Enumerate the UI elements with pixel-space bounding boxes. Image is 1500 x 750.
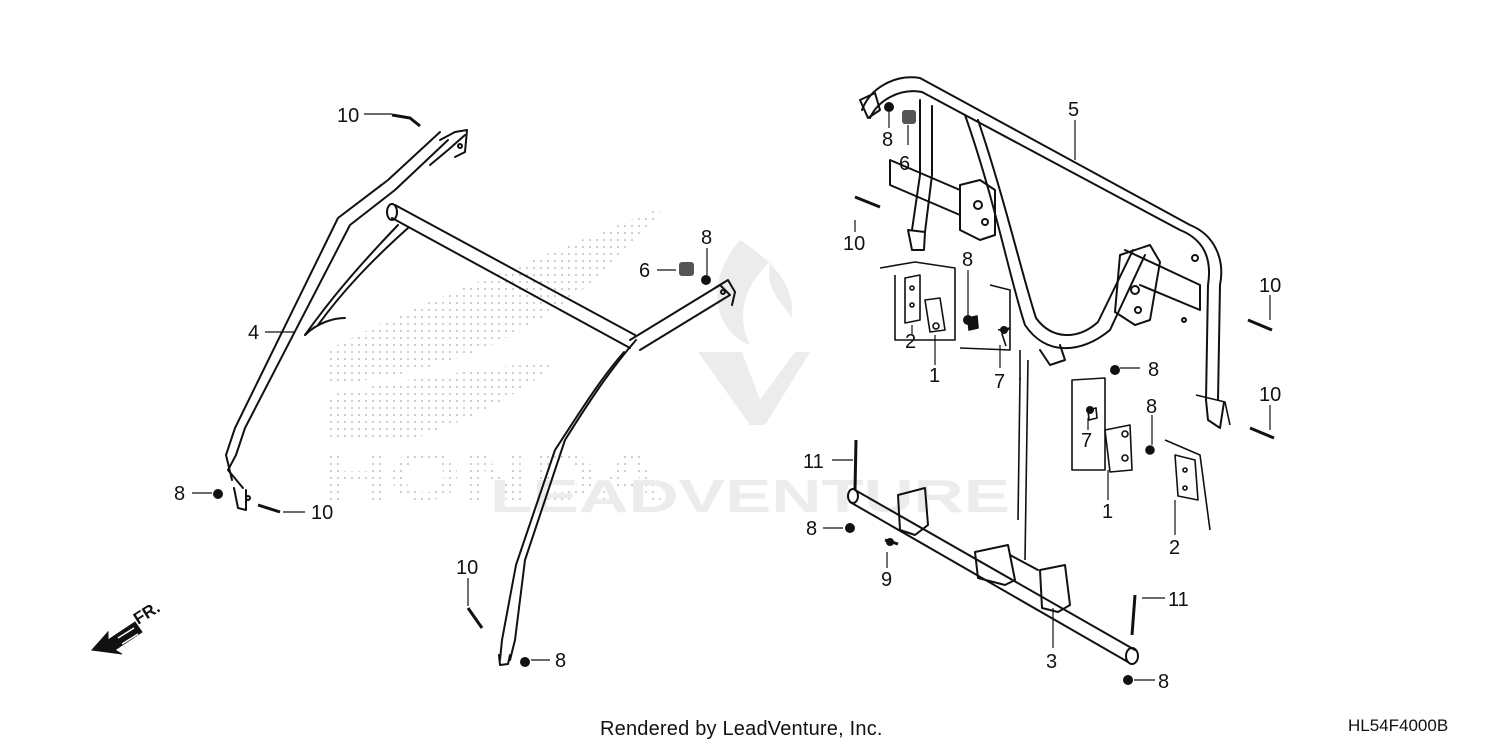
callout-1: 1 bbox=[1102, 501, 1113, 523]
honda-wing-watermark: HONDA bbox=[320, 205, 665, 515]
callout-6: 6 bbox=[639, 260, 650, 282]
honda-watermark-text: HONDA bbox=[320, 437, 665, 515]
callout-8: 8 bbox=[882, 129, 893, 151]
callout-8: 8 bbox=[1158, 671, 1169, 693]
hardware bbox=[257, 113, 1275, 636]
callout-8: 8 bbox=[806, 518, 817, 540]
callout-2: 2 bbox=[905, 331, 916, 353]
callout-10: 10 bbox=[311, 502, 333, 524]
callout-3: 3 bbox=[1046, 651, 1057, 673]
footer-credit: Rendered by LeadVenture, Inc. bbox=[600, 718, 883, 740]
callout-11: 11 bbox=[1168, 589, 1189, 611]
callout-8: 8 bbox=[1146, 396, 1157, 418]
callout-8: 8 bbox=[174, 483, 185, 505]
lower-rear-bar bbox=[847, 487, 1139, 665]
leader-lines bbox=[192, 112, 1271, 681]
callout-11: 11 bbox=[803, 451, 824, 473]
callout-10: 10 bbox=[456, 557, 478, 579]
rear-roll-bar bbox=[859, 76, 1225, 429]
callout-10: 10 bbox=[337, 105, 359, 127]
diagram-code: HL54F4000B bbox=[1348, 716, 1449, 735]
front-roll-bar bbox=[225, 129, 736, 666]
callout-7: 7 bbox=[1081, 430, 1092, 452]
callout-4: 4 bbox=[248, 322, 259, 344]
callout-7: 7 bbox=[994, 371, 1005, 393]
callout-10: 10 bbox=[843, 233, 865, 255]
callouts: 10 4 8 10 10 8 6 8 5 8 6 10 8 2 1 7 10 8… bbox=[174, 99, 1281, 693]
callout-8: 8 bbox=[962, 249, 973, 271]
callout-10: 10 bbox=[1259, 275, 1281, 297]
callout-8: 8 bbox=[555, 650, 566, 672]
callout-1: 1 bbox=[929, 365, 940, 387]
callout-5: 5 bbox=[1068, 99, 1079, 121]
front-direction-arrow: FR. bbox=[91, 598, 163, 655]
callout-8: 8 bbox=[701, 227, 712, 249]
leadventure-watermark-text: LEADVENTURE bbox=[490, 470, 1010, 522]
callout-8: 8 bbox=[1148, 359, 1159, 381]
leadventure-logo-watermark: LEADVENTURE bbox=[490, 240, 1010, 522]
callout-6: 6 bbox=[899, 153, 910, 175]
callout-10: 10 bbox=[1259, 384, 1281, 406]
nuts bbox=[213, 102, 1154, 685]
callout-2: 2 bbox=[1169, 537, 1180, 559]
callout-9: 9 bbox=[881, 569, 892, 591]
